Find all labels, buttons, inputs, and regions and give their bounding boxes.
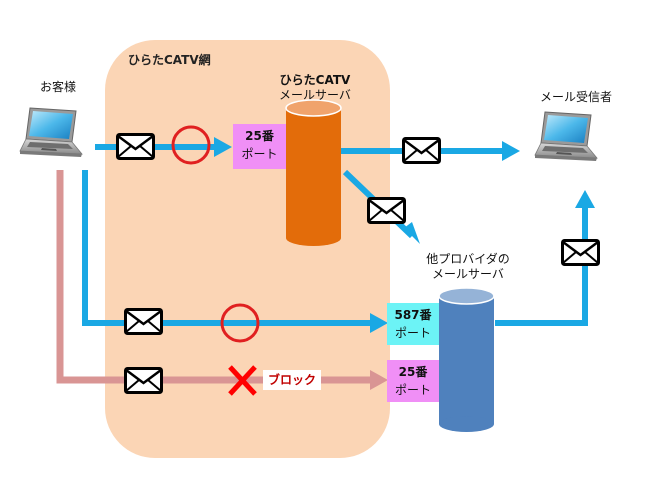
- port-number: 587番: [394, 308, 432, 322]
- catv-port25-box: 25番 ポート: [233, 124, 286, 169]
- customer-label: お客様: [40, 80, 77, 94]
- envelope-icon: [402, 137, 441, 164]
- other-server-label: 他プロバイダの メールサーバ: [418, 252, 518, 282]
- customer-to-catv-arrowhead: [214, 137, 232, 157]
- catv-mail-server-icon: [285, 99, 342, 246]
- allowed-circle-icon: [220, 303, 260, 343]
- other-server-label-line2: メールサーバ: [432, 267, 504, 281]
- recipient-label: メール受信者: [540, 90, 613, 104]
- blocked-cross-icon: [228, 365, 257, 396]
- block-label: ブロック: [263, 370, 322, 390]
- port-word: ポート: [241, 147, 278, 161]
- other-server-to-recipient-arrowhead: [575, 190, 595, 208]
- port-number: 25番: [398, 365, 428, 379]
- envelope-icon: [367, 197, 406, 224]
- catv-server-label-line2: メールサーバ: [279, 88, 351, 102]
- other-port587-box: 587番 ポート: [387, 303, 439, 345]
- port-word: ポート: [394, 383, 431, 397]
- submission-flow-arrowhead: [370, 313, 388, 333]
- envelope-icon: [561, 239, 600, 266]
- other-server-label-line1: 他プロバイダの: [426, 252, 510, 266]
- catv-network-label: ひらたCATV網: [128, 53, 211, 67]
- allowed-circle-icon: [171, 125, 211, 165]
- other-mail-server-icon: [438, 287, 495, 432]
- blocked-flow-arrowhead: [370, 370, 388, 390]
- port-number: 25番: [245, 129, 274, 143]
- customer-laptop-icon: [19, 107, 83, 158]
- catv-to-recipient-arrowhead: [502, 141, 520, 161]
- envelope-icon: [124, 367, 163, 394]
- other-port25-box: 25番 ポート: [387, 360, 439, 402]
- envelope-icon: [124, 308, 163, 335]
- recipient-laptop-icon: [534, 111, 598, 162]
- catv-server-label-line1: ひらたCATV: [279, 73, 351, 87]
- submission-flow-line: [82, 170, 375, 326]
- catv-to-other-server-arrowhead: [404, 222, 420, 244]
- port-word: ポート: [394, 326, 431, 340]
- catv-server-label: ひらたCATV メールサーバ: [270, 73, 360, 103]
- envelope-icon: [116, 133, 155, 160]
